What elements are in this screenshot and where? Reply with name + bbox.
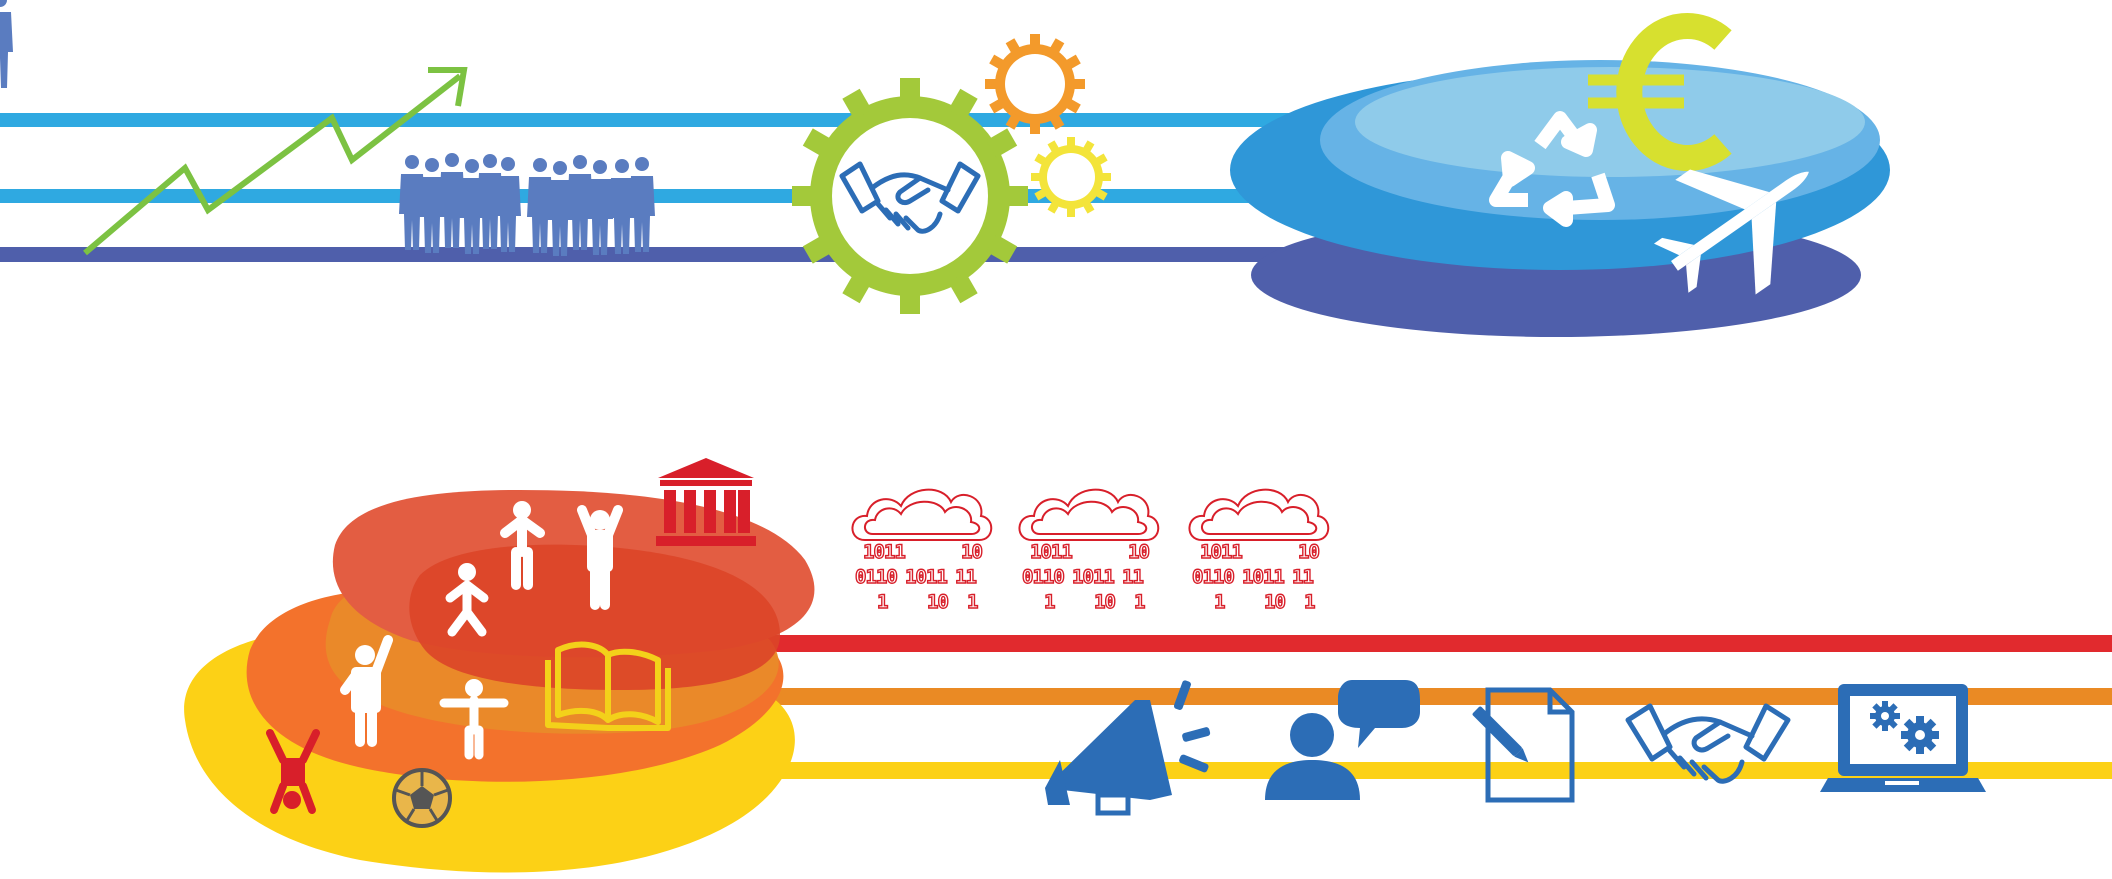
binary-row: 10 (1128, 541, 1149, 563)
binary-row: 1011 (1072, 566, 1114, 588)
binary-row: 1 (1044, 591, 1055, 613)
person-icon (439, 679, 509, 760)
stripe-red (760, 635, 2112, 652)
binary-row: 1011 (1200, 541, 1242, 563)
document-pencil-icon (1472, 687, 1575, 803)
binary-row: 1 (1304, 591, 1315, 613)
handshake-icon (839, 161, 981, 234)
binary-row: 10 (1264, 591, 1285, 613)
warm-blob-cluster (184, 490, 815, 873)
cartwheel-icon (266, 729, 320, 814)
binary-row: 1011 (905, 566, 947, 588)
binary-row: 10 (927, 591, 948, 613)
megaphone-icon (1045, 680, 1211, 816)
person-icon (445, 563, 489, 637)
binary-row: 11 (955, 566, 976, 588)
handshake-icon (1625, 703, 1791, 784)
binary-cloud-icon: 1011 10 0110 1011 11 1 10 1 (851, 488, 993, 614)
binary-row: 10 (961, 541, 982, 563)
open-book-icon (545, 641, 671, 731)
airplane-icon (1653, 169, 1809, 295)
binary-row: 10 (1094, 591, 1115, 613)
laptop-gears-icon (1820, 684, 1986, 792)
stripe-dark-blue-bottom (0, 247, 1300, 262)
handshake-gear-icon (792, 78, 1028, 314)
binary-row: 11 (1292, 566, 1313, 588)
binary-row: 1 (877, 591, 888, 613)
small-gear-icon (1031, 137, 1111, 217)
person-icon (340, 635, 393, 747)
binary-row: 0110 (1022, 566, 1064, 588)
person-icon (500, 501, 545, 590)
stripe-light-blue-middle (0, 189, 1400, 203)
binary-row: 1 (1214, 591, 1225, 613)
binary-row: 1011 (863, 541, 905, 563)
euro-icon (1588, 13, 1732, 171)
binary-row: 10 (1298, 541, 1319, 563)
stripe-orange (760, 688, 2112, 705)
binary-row: 1011 (1030, 541, 1072, 563)
binary-row: 0110 (855, 566, 897, 588)
binary-row: 1011 (1242, 566, 1284, 588)
growth-arrow-icon (83, 67, 468, 256)
binary-row: 1 (967, 591, 978, 613)
business-people-icon (0, 0, 655, 256)
recycle-icon (1489, 111, 1615, 227)
person-icon (577, 505, 623, 610)
binary-row: 11 (1122, 566, 1143, 588)
binary-cloud-icon: 1011 10 0110 1011 11 1 10 1 (1188, 488, 1330, 614)
small-gear-icon (985, 34, 1085, 134)
blue-blob-cluster (1230, 60, 1890, 337)
football-icon (392, 768, 452, 828)
chat-person-icon (1265, 680, 1420, 800)
binary-row: 0110 (1192, 566, 1234, 588)
stripe-light-blue-top (0, 113, 1400, 127)
binary-row: 1 (1134, 591, 1145, 613)
binary-cloud-icon: 1011 10 0110 1011 11 1 10 1 (1018, 488, 1160, 614)
courthouse-icon (656, 458, 756, 546)
